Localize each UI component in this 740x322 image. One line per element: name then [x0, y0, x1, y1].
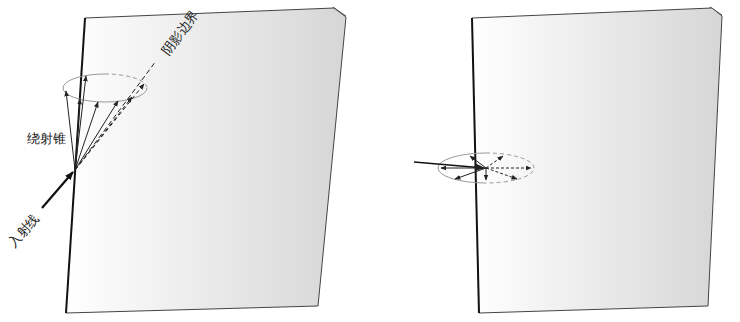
incident-ray — [414, 162, 484, 168]
half-plane-left — [66, 7, 346, 313]
diffraction-cone-right — [414, 153, 534, 183]
half-plane-right — [472, 7, 722, 313]
cone-label: 绕射锥 — [27, 132, 66, 145]
shadow-boundary-line — [75, 61, 156, 170]
ray-label: 入射线 — [5, 211, 40, 249]
incident-ray — [42, 172, 73, 208]
